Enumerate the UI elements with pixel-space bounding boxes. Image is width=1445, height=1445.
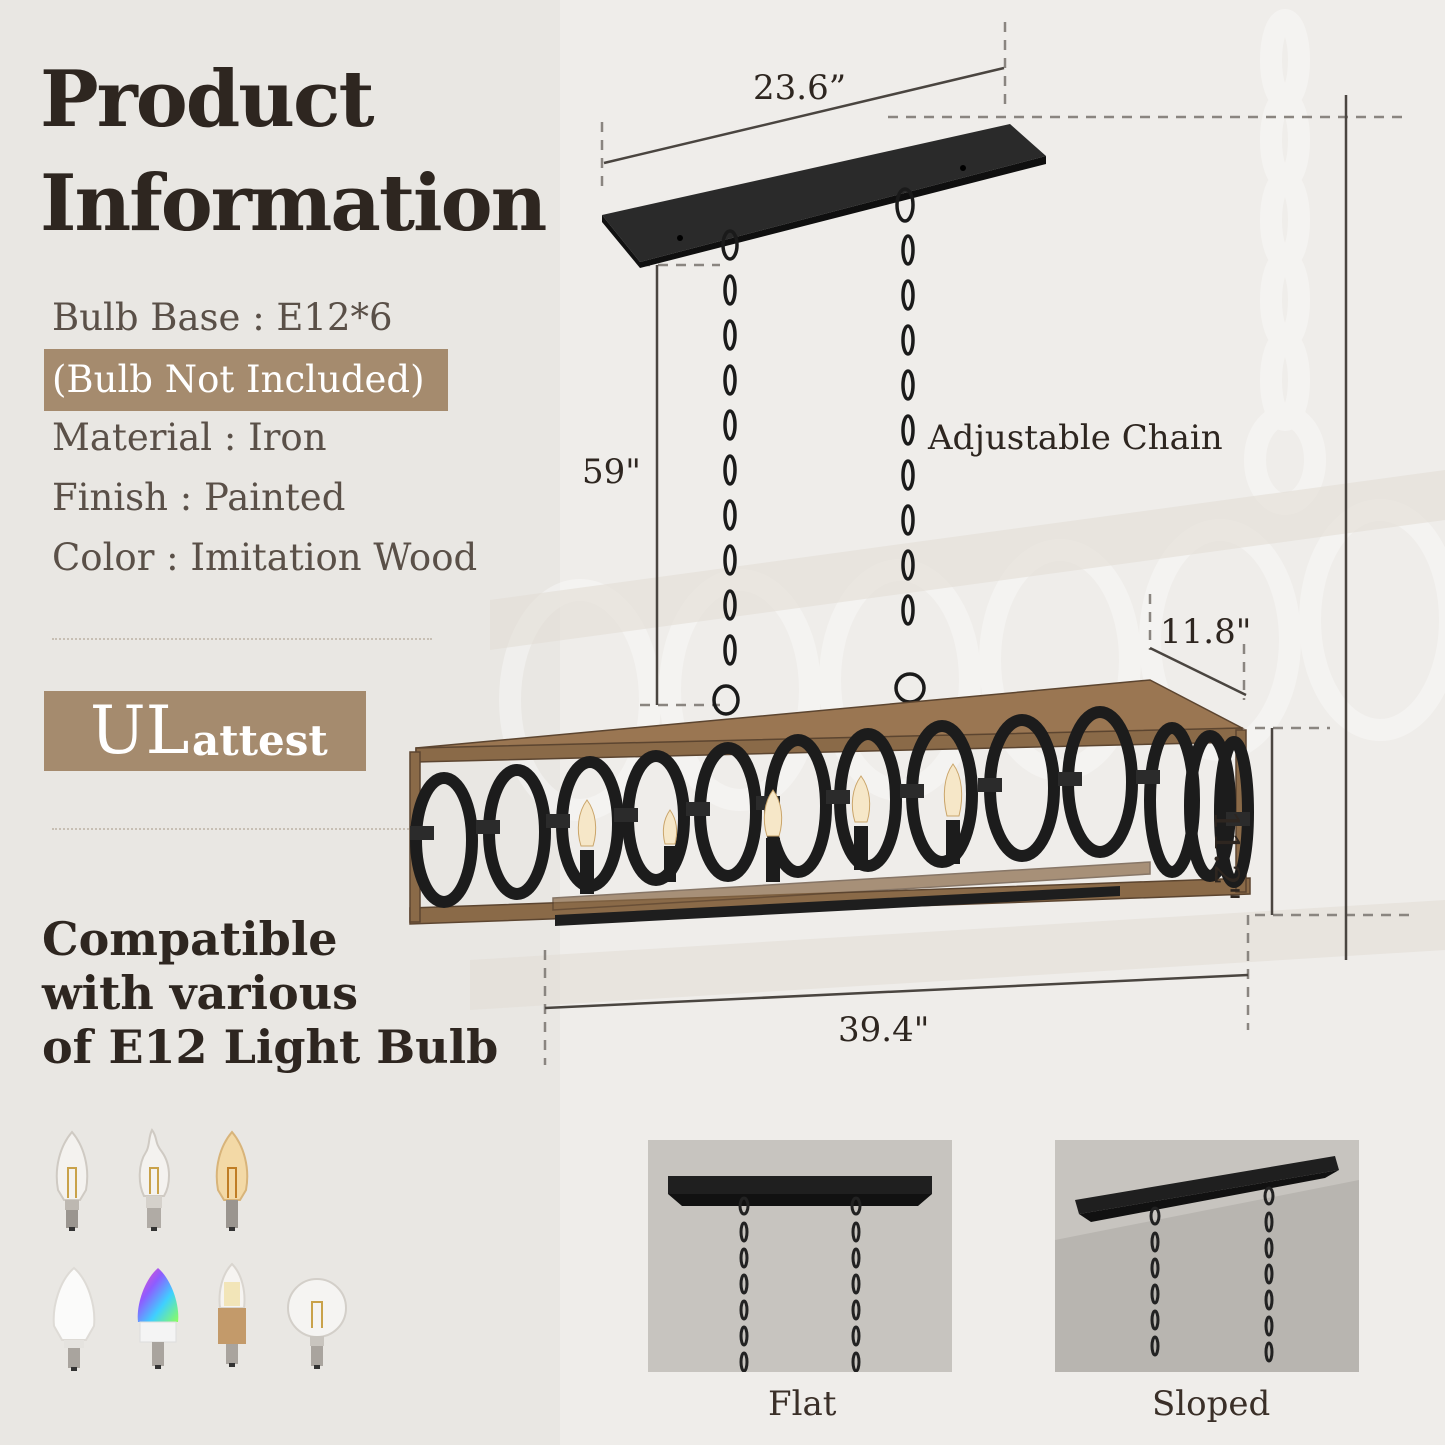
canopy: [602, 124, 1046, 262]
dimension-chain-length: 59": [582, 452, 641, 492]
divider: [52, 828, 432, 830]
spec-bulb-note: (Bulb Not Included): [44, 349, 448, 411]
corn-led-bulb-icon: [218, 1262, 246, 1367]
spec-finish: Finish : Painted: [52, 476, 346, 519]
ul-badge: UL attest: [44, 691, 366, 771]
rgb-smart-bulb-icon: [137, 1268, 179, 1369]
sloped-caption: Sloped: [1152, 1384, 1271, 1424]
title-line-2: Information: [40, 158, 547, 249]
dimension-height: 11.2": [1206, 810, 1246, 902]
spec-color: Color : Imitation Wood: [52, 536, 478, 579]
flame-tip-bulb-icon: [138, 1128, 170, 1231]
globe-bulb-icon: [287, 1278, 347, 1369]
divider: [52, 638, 432, 640]
adjustable-chain-label: Adjustable Chain: [928, 418, 1223, 458]
title-line-1: Product: [40, 54, 375, 145]
compat-line-2: with various: [42, 966, 359, 1020]
amber-candle-bulb-icon: [215, 1130, 249, 1231]
dimension-length: 39.4": [838, 1010, 930, 1050]
flat-caption: Flat: [768, 1384, 837, 1424]
flat-mount-image: [648, 1140, 952, 1372]
frosted-bulb-icon: [52, 1266, 96, 1371]
dimension-width-top: 23.6”: [753, 68, 847, 108]
page-title: Product Information: [40, 48, 547, 256]
spec-material: Material : Iron: [52, 416, 327, 459]
candle-sockets: [577, 763, 963, 894]
compat-line-3: of E12 Light Bulb: [42, 1020, 499, 1074]
spec-bulb-base: Bulb Base : E12*6: [52, 296, 393, 339]
chain: [712, 187, 926, 716]
ul-badge-text: attest: [192, 716, 328, 765]
ul-badge-mark: UL: [90, 692, 190, 769]
compat-heading: Compatible with various of E12 Light Bul…: [42, 912, 498, 1074]
dimension-depth: 11.8": [1160, 612, 1252, 652]
clear-candle-bulb-icon: [55, 1130, 89, 1231]
sloped-mount-image: [1055, 1140, 1359, 1372]
chandelier-illustration: [409, 9, 1445, 1065]
compat-line-1: Compatible: [42, 912, 338, 966]
